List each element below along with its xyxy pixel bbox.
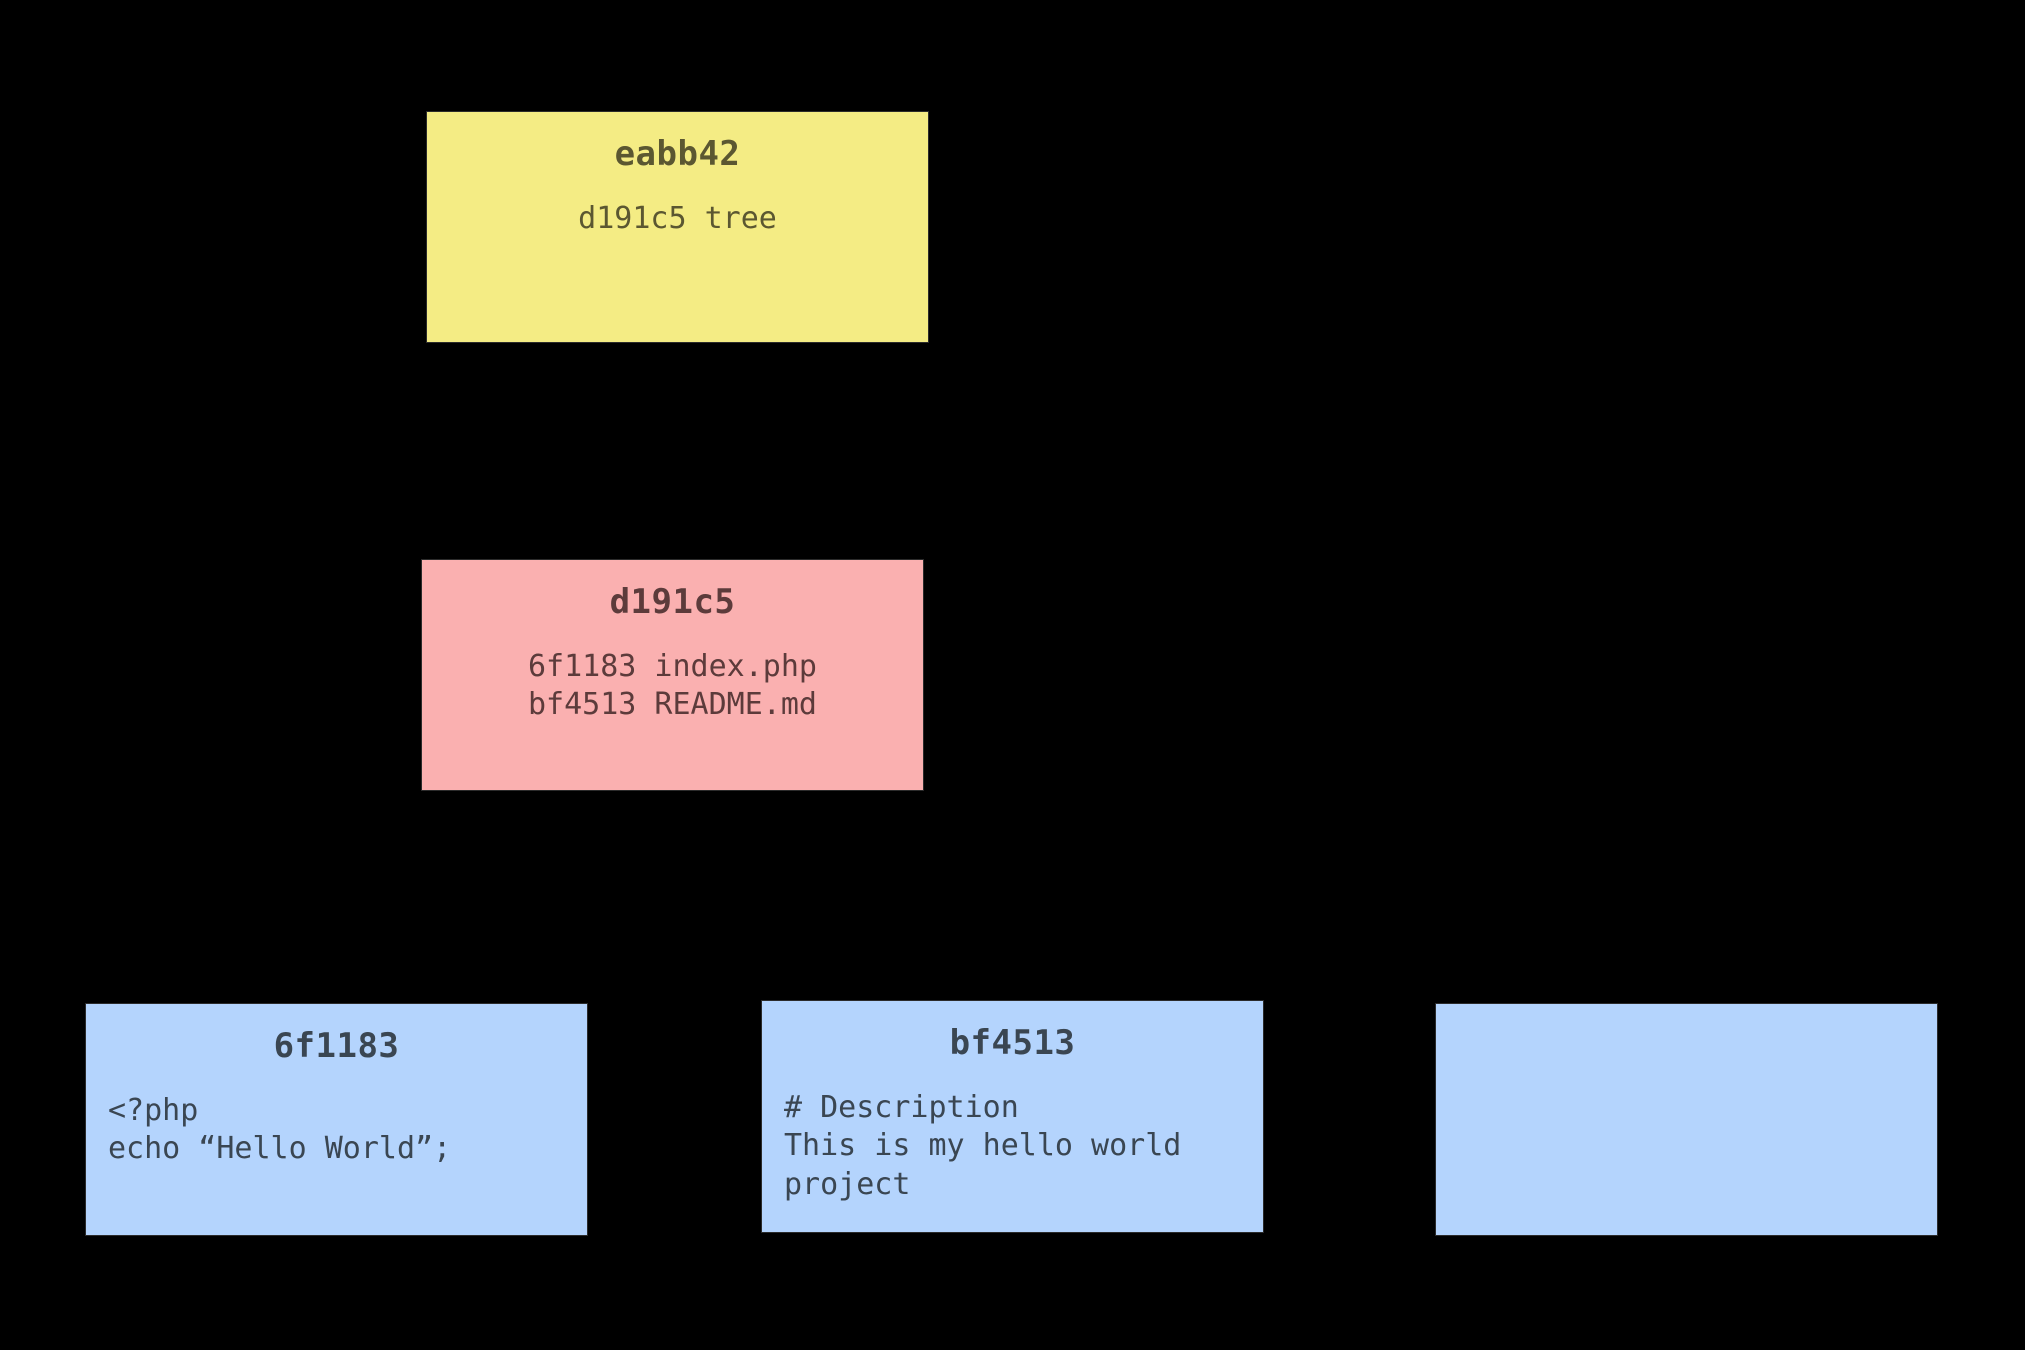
node-bf4513[interactable]: bf4513 # Description This is my hello wo…	[761, 1000, 1264, 1233]
node-empty-blob[interactable]	[1435, 1003, 1938, 1236]
node-6f1183[interactable]: 6f1183 <?php echo “Hello World”;	[85, 1003, 588, 1236]
node-6f1183-body: <?php echo “Hello World”;	[108, 1093, 452, 1167]
node-6f1183-title: 6f1183	[273, 1026, 400, 1066]
node-eabb42[interactable]: eabb42 d191c5 tree	[426, 111, 929, 343]
node-d191c5-body: 6f1183 index.php bf4513 README.md	[528, 649, 817, 723]
node-d191c5[interactable]: d191c5 6f1183 index.php bf4513 README.md	[421, 559, 924, 791]
node-bf4513-title: bf4513	[949, 1023, 1076, 1063]
node-eabb42-body: d191c5 tree	[578, 201, 777, 236]
node-bf4513-body: # Description This is my hello world pro…	[784, 1090, 1182, 1202]
node-empty-blob-body	[1436, 1030, 1937, 1031]
node-d191c5-title: d191c5	[609, 582, 736, 622]
node-eabb42-title: eabb42	[614, 134, 741, 174]
